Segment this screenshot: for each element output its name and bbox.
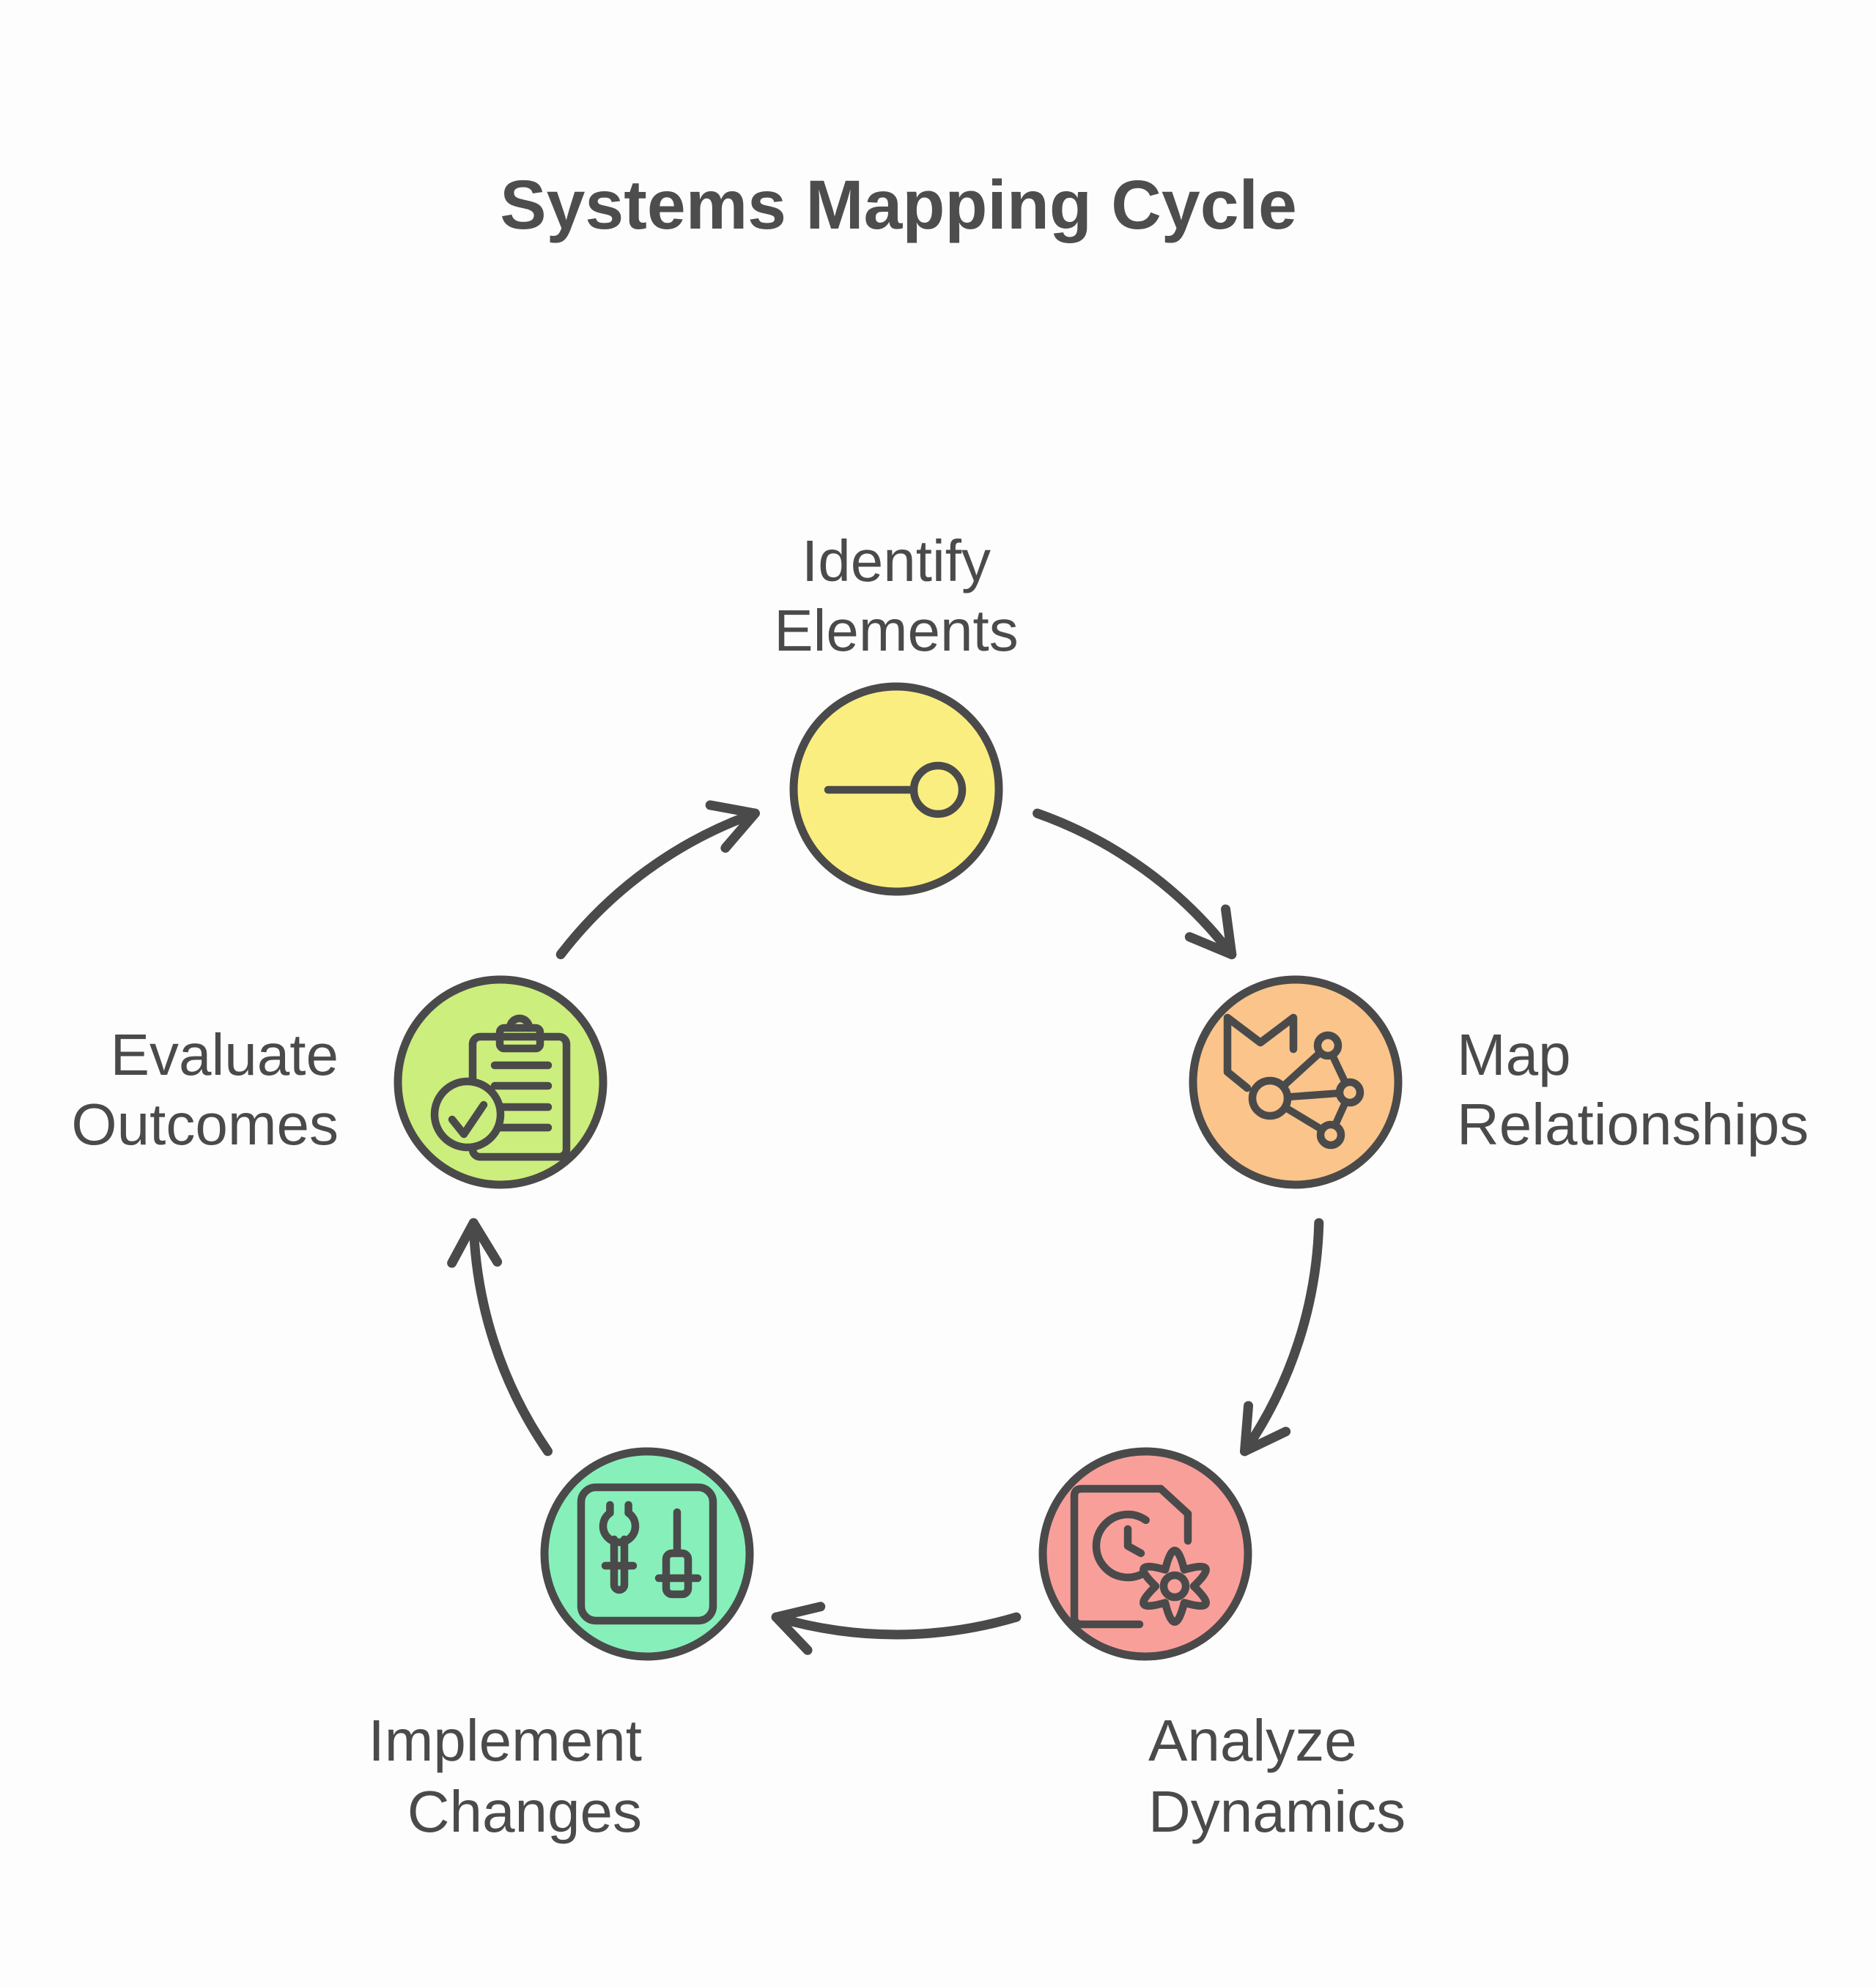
node-implement-changes	[540, 1447, 754, 1661]
label-identify-line1: Identify	[802, 528, 991, 593]
node-map-relationships	[1189, 975, 1403, 1189]
arrow-map-to-analyze	[1240, 1218, 1324, 1457]
arrowhead-icon	[1240, 1401, 1291, 1457]
document-gear-icon	[1070, 1484, 1210, 1629]
label-implement-line2: Changes	[407, 1779, 642, 1844]
arrowhead-icon	[771, 1602, 826, 1655]
node-identify-elements	[789, 682, 1003, 896]
label-evaluate-line1: Evaluate	[111, 1022, 339, 1087]
arrow-evaluate-to-identify	[555, 800, 760, 960]
label-identify-line2: Elements	[774, 598, 1018, 663]
label-map-line2: Relationships	[1457, 1092, 1809, 1157]
clipboard-check-icon	[430, 1014, 571, 1161]
label-analyze-line2: Dynamics	[1148, 1779, 1406, 1844]
node-evaluate-outcomes	[394, 975, 608, 1189]
node-analyze-dynamics	[1038, 1447, 1252, 1661]
arrow-identify-to-map	[1033, 808, 1237, 960]
arrowhead-icon	[705, 800, 760, 853]
label-analyze-line1: Analyze	[1148, 1708, 1357, 1773]
map-network-icon	[1223, 1013, 1364, 1150]
arrowhead-icon	[447, 1218, 503, 1268]
arrow-implement-to-evaluate	[447, 1218, 553, 1457]
label-evaluate-line2: Outcomes	[71, 1092, 339, 1157]
arrow-analyze-to-implement	[771, 1602, 1022, 1655]
node-dot-icon	[824, 761, 967, 818]
arrowhead-icon	[1184, 904, 1237, 960]
wrench-slider-icon	[577, 1483, 717, 1625]
label-map-line1: Map	[1457, 1022, 1571, 1087]
label-implement-line1: Implement	[369, 1708, 642, 1773]
page-title: Systems Mapping Cycle	[500, 166, 1297, 244]
